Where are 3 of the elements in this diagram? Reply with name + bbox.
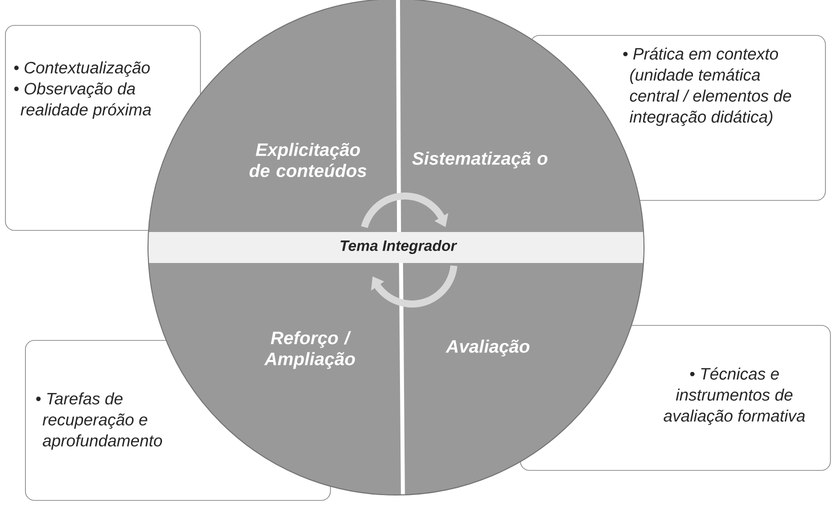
band-label: Tema Integrador [340,240,458,254]
quadrant-label: Explicitação de conteúdos [250,142,366,178]
quadrant-label: Sistematizaçã o [412,152,548,168]
